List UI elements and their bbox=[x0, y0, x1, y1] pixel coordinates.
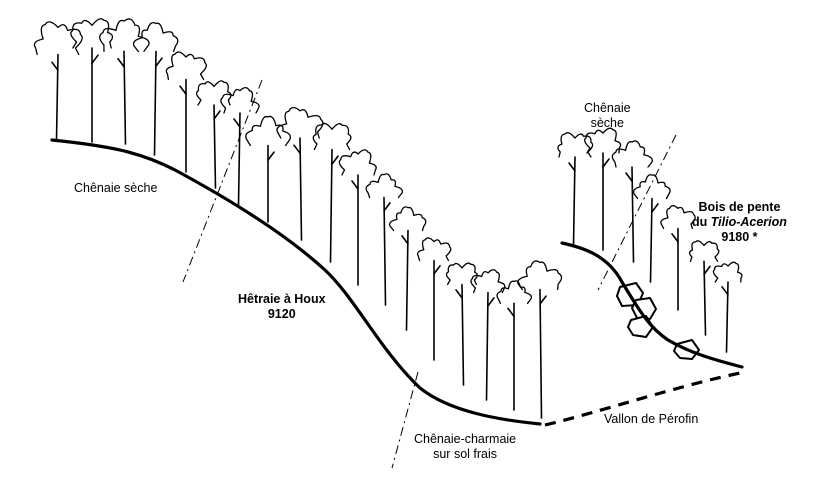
label-bois-de-pente-line1: Bois de pente bbox=[698, 200, 781, 214]
tree-crown bbox=[416, 237, 452, 262]
tree-crown bbox=[660, 205, 696, 230]
tree-trunk bbox=[383, 196, 387, 306]
tree-trunk bbox=[539, 288, 543, 419]
right-slope-ground-line bbox=[560, 241, 744, 369]
label-bois-de-pente-code: 9180 * bbox=[721, 230, 758, 244]
tree-crown bbox=[557, 132, 594, 158]
tree-trunk bbox=[631, 166, 635, 263]
tree-branch bbox=[179, 85, 187, 95]
rock-boulder bbox=[631, 297, 657, 320]
tree-layer bbox=[33, 18, 743, 419]
tree-branch bbox=[703, 265, 711, 276]
tree-crown bbox=[389, 206, 427, 232]
label-bois-de-pente-line2: du Tilio-Acerion bbox=[692, 215, 787, 230]
tree-crown bbox=[470, 269, 506, 294]
valley-floor-dashed-line bbox=[544, 370, 746, 427]
label-hetraie-houx-name: Hêtraie à Houx bbox=[238, 292, 326, 306]
boundary-line-right bbox=[597, 134, 677, 291]
tree-branch bbox=[351, 180, 359, 190]
label-bois-de-pente-prefix: du bbox=[692, 215, 711, 229]
tree-crown bbox=[245, 115, 292, 147]
label-chenaie-seche-right-line1: Chênaie bbox=[584, 101, 631, 115]
tree-branch bbox=[51, 61, 59, 72]
tree-crown bbox=[99, 18, 150, 52]
tree-branch bbox=[721, 285, 729, 296]
label-chenaie-seche-right: Chênaie sèche bbox=[584, 101, 631, 131]
label-hetraie-houx: Hêtraie à Houx 9120 bbox=[238, 292, 326, 322]
tree-crown bbox=[338, 149, 377, 176]
tree-branch bbox=[91, 54, 99, 65]
tree-crown bbox=[70, 18, 114, 49]
tree-trunk bbox=[153, 50, 157, 156]
tree-branch bbox=[233, 118, 241, 128]
tree-crown bbox=[632, 174, 671, 200]
tree-trunk bbox=[123, 50, 127, 145]
tree-branch bbox=[213, 110, 221, 120]
tree-branch bbox=[651, 203, 659, 213]
label-chenaie-charmaie-line2: sur sol frais bbox=[433, 447, 498, 461]
tree-branch bbox=[625, 172, 633, 182]
left-slope-ground-line bbox=[50, 138, 542, 426]
tree-branch bbox=[507, 307, 515, 318]
tree-crown bbox=[445, 262, 478, 286]
label-hetraie-houx-code: 9120 bbox=[267, 307, 296, 321]
tree-crown bbox=[496, 280, 533, 304]
tree-branch bbox=[267, 151, 275, 161]
tree-trunk bbox=[299, 137, 303, 241]
boundary-line-lower bbox=[391, 371, 419, 469]
tree-branch bbox=[117, 57, 125, 68]
tree-crown bbox=[312, 122, 352, 151]
tree-crown bbox=[688, 240, 720, 262]
tree-branch bbox=[293, 144, 301, 154]
boundary-line-upper-left bbox=[182, 79, 263, 283]
tree-branch bbox=[671, 233, 679, 243]
tree-crown bbox=[33, 21, 83, 56]
tree-trunk bbox=[237, 112, 241, 206]
tree-branch bbox=[568, 162, 576, 172]
tree-branch bbox=[602, 158, 610, 168]
label-chenaie-charmaie: Chênaie-charmaie sur sol frais bbox=[414, 432, 516, 462]
tree-crown bbox=[584, 127, 622, 154]
tree-trunk bbox=[329, 148, 333, 263]
label-chenaie-charmaie-line1: Chênaie-charmaie bbox=[414, 432, 517, 446]
tree-crown bbox=[195, 80, 232, 106]
tree-branch bbox=[433, 265, 441, 275]
tree-crown bbox=[220, 86, 260, 114]
label-chenaie-seche-left: Chênaie sèche bbox=[74, 181, 158, 195]
tree-trunk bbox=[461, 283, 465, 386]
tree-branch bbox=[487, 297, 495, 307]
label-vallon-perofin: Vallon de Pérofin bbox=[604, 412, 699, 426]
tree-branch bbox=[155, 57, 163, 67]
label-tilio-acerion: Tilio-Acerion bbox=[710, 215, 787, 229]
label-bois-de-pente: Bois de pente du Tilio-Acerion 9180 * bbox=[692, 200, 787, 245]
tree-crown bbox=[712, 261, 743, 283]
tree-crown bbox=[276, 106, 324, 139]
tree-branch bbox=[401, 235, 409, 245]
tree-crown bbox=[611, 140, 653, 168]
label-chenaie-seche-right-line2: sèche bbox=[590, 116, 624, 130]
tree-crown bbox=[132, 21, 179, 53]
tree-branch bbox=[331, 155, 339, 165]
tree-branch bbox=[383, 202, 391, 212]
tree-branch bbox=[455, 289, 463, 299]
tree-crown bbox=[165, 51, 207, 81]
tree-crown bbox=[365, 173, 403, 199]
tree-trunk bbox=[405, 229, 409, 331]
tree-branch bbox=[539, 295, 547, 305]
tree-crown bbox=[517, 260, 563, 291]
tree-trunk bbox=[485, 291, 489, 401]
